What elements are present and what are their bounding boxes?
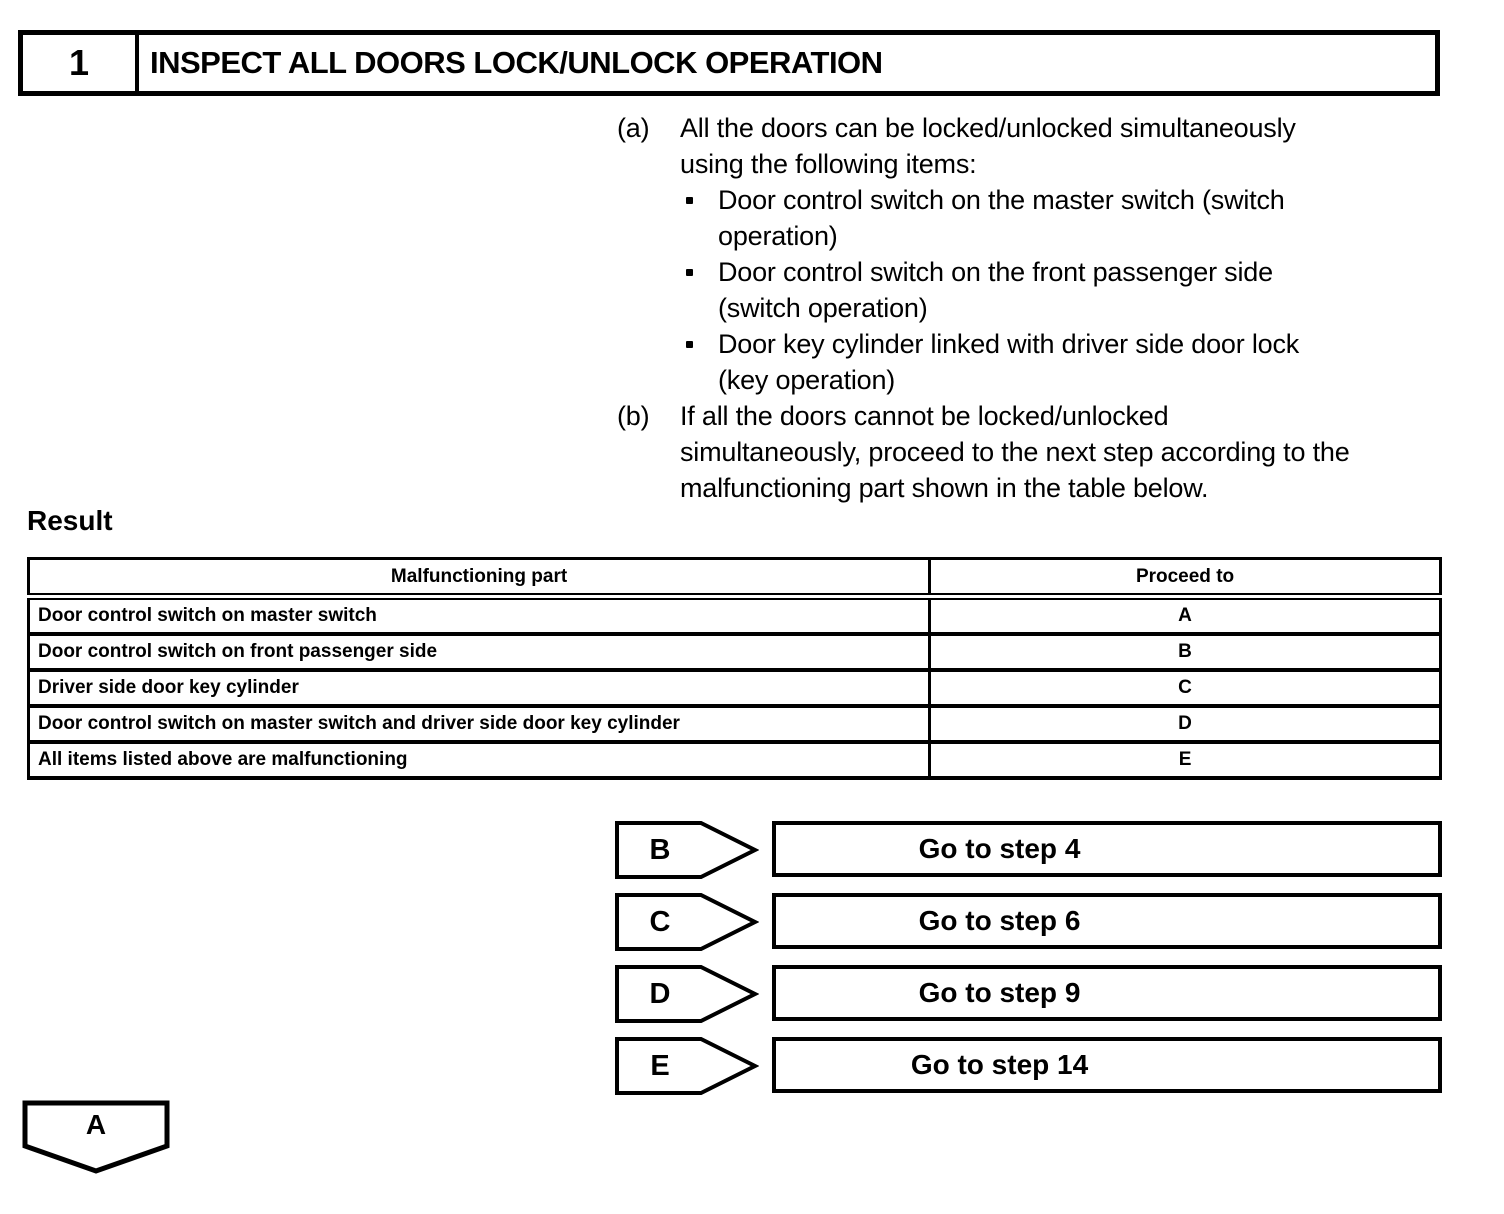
table-row: All items listed above are malfunctionin… [26, 740, 1442, 780]
column-header-malfunctioning-part: Malfunctioning part [26, 557, 932, 600]
bullet-line: operation) [718, 221, 838, 251]
paragraph-a: (a) All the doors can be locked/unlocked… [617, 110, 1453, 398]
paragraph-b-line: malfunctioning part shown in the table b… [680, 473, 1209, 503]
cell-malfunctioning-part: Driver side door key cylinder [26, 668, 932, 708]
branch-label: D [649, 977, 671, 1010]
bullet-line: (switch operation) [718, 293, 928, 323]
paragraph-a-body: All the doors can be locked/unlocked sim… [680, 110, 1453, 398]
bullet-line: Door control switch on the front passeng… [718, 257, 1273, 287]
table-header-row: Malfunctioning part Proceed to [26, 557, 1442, 600]
step-number: 1 [23, 35, 139, 91]
bullet-item: Door key cylinder linked with driver sid… [680, 326, 1453, 398]
step-title: INSPECT ALL DOORS LOCK/UNLOCK OPERATION [150, 45, 883, 80]
bullet-icon [685, 182, 718, 254]
cell-malfunctioning-part: Door control switch on master switch [26, 594, 932, 636]
cell-malfunctioning-part: Door control switch on front passenger s… [26, 632, 932, 672]
goto-step-box: Go to step 14 [772, 1037, 1442, 1093]
bullet-line: (key operation) [718, 365, 896, 395]
arrow-right-pentagon-icon [615, 965, 759, 1023]
branch-row-b: B Go to step 4 [615, 821, 1445, 879]
bullet-text: Door control switch on the front passeng… [718, 254, 1273, 326]
step-header: 1 INSPECT ALL DOORS LOCK/UNLOCK OPERATIO… [18, 30, 1440, 96]
paragraph-b-marker: (b) [617, 401, 650, 431]
cell-proceed-to: D [928, 704, 1442, 744]
cell-malfunctioning-part: All items listed above are malfunctionin… [26, 740, 932, 780]
cell-proceed-to: C [928, 668, 1442, 708]
cell-proceed-to: B [928, 632, 1442, 672]
bullet-icon [685, 326, 718, 398]
result-heading: Result [27, 505, 113, 536]
bullet-line: Door control switch on the master switch… [718, 185, 1285, 215]
cell-proceed-to: E [928, 740, 1442, 780]
branch-row-e: E Go to step 14 [615, 1037, 1445, 1095]
bullet-text: Door key cylinder linked with driver sid… [718, 326, 1299, 398]
branch-label: B [649, 833, 671, 866]
paragraph-b-body: If all the doors cannot be locked/unlock… [680, 398, 1453, 506]
branch-row-d: D Go to step 9 [615, 965, 1445, 1023]
table-row: Door control switch on master switch and… [26, 704, 1442, 744]
bullet-icon [685, 254, 718, 326]
arrow-right-pentagon-icon [615, 893, 759, 951]
goto-step-box: Go to step 9 [772, 965, 1442, 1021]
instruction-block: (a) All the doors can be locked/unlocked… [617, 110, 1453, 506]
column-header-proceed-to: Proceed to [928, 557, 1442, 600]
table-row: Door control switch on master switch A [26, 594, 1442, 636]
result-table: Malfunctioning part Proceed to Door cont… [26, 557, 1442, 780]
bullet-text: Door control switch on the master switch… [718, 182, 1285, 254]
paragraph-a-marker: (a) [617, 113, 650, 143]
branch-label: C [649, 905, 671, 938]
paragraph-a-line: using the following items: [680, 149, 977, 179]
table-row: Driver side door key cylinder C [26, 668, 1442, 708]
table-row: Door control switch on front passenger s… [26, 632, 1442, 672]
paragraph-b: (b) If all the doors cannot be locked/un… [617, 398, 1453, 506]
paragraph-a-line: All the doors can be locked/unlocked sim… [680, 113, 1296, 143]
goto-step-box: Go to step 6 [772, 893, 1442, 949]
connector-down-pentagon-icon [22, 1100, 170, 1174]
connector-a: A [22, 1100, 172, 1176]
cell-proceed-to: A [928, 594, 1442, 636]
cell-malfunctioning-part: Door control switch on master switch and… [26, 704, 932, 744]
branch-label: E [650, 1049, 670, 1082]
goto-step-box: Go to step 4 [772, 821, 1442, 877]
branch-row-c: C Go to step 6 [615, 893, 1445, 951]
paragraph-b-line: If all the doors cannot be locked/unlock… [680, 401, 1169, 431]
bullet-item: Door control switch on the front passeng… [680, 254, 1453, 326]
arrow-right-pentagon-icon [615, 1037, 759, 1095]
connector-label: A [85, 1109, 107, 1140]
arrow-right-pentagon-icon [615, 821, 759, 879]
bullet-item: Door control switch on the master switch… [680, 182, 1453, 254]
paragraph-b-line: simultaneously, proceed to the next step… [680, 437, 1350, 467]
bullet-line: Door key cylinder linked with driver sid… [718, 329, 1300, 359]
